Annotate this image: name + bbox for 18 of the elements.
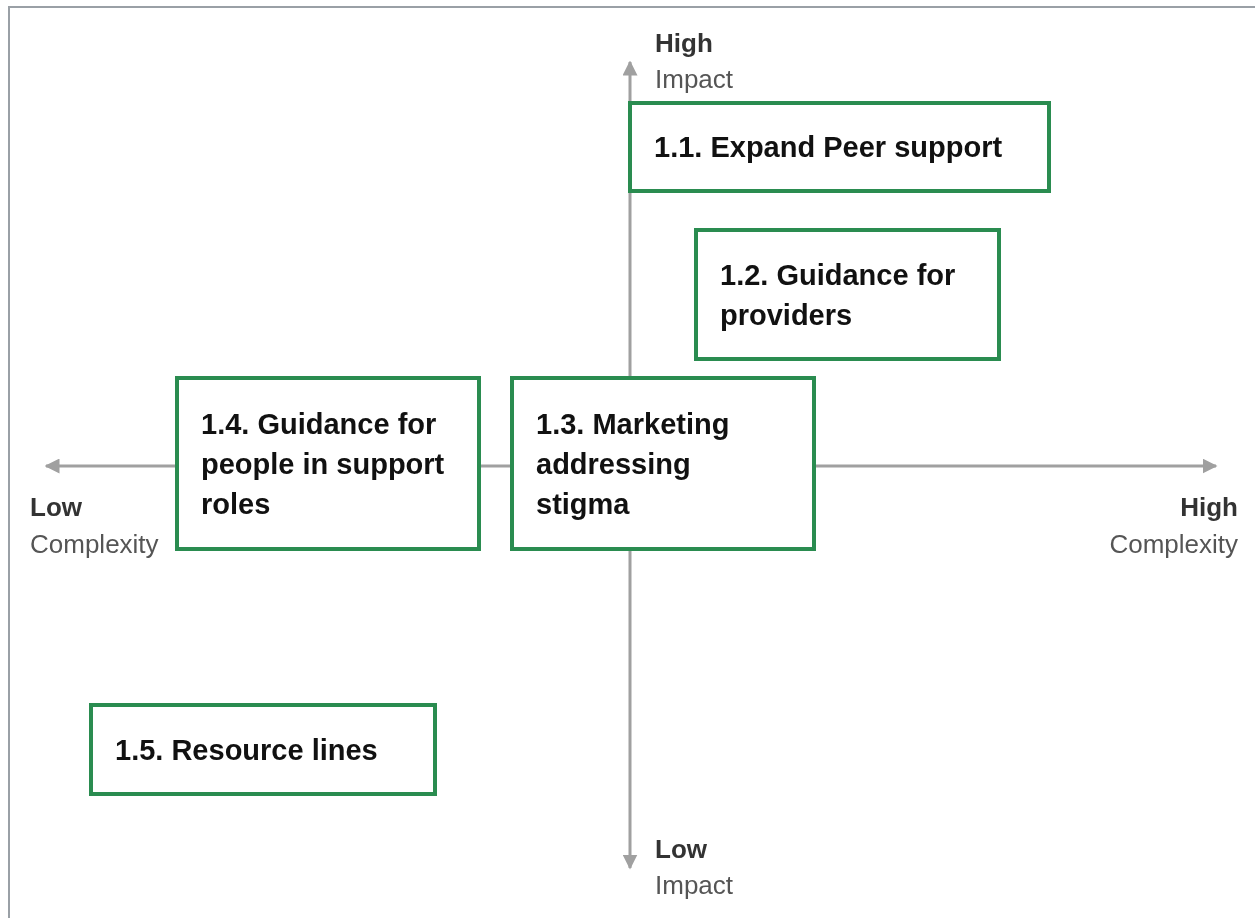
strategy-box bbox=[694, 228, 1001, 361]
box-title: 1.4. Guidance for people in support roles bbox=[201, 406, 446, 522]
box-title: 1.1. Expand Peer support bbox=[654, 130, 1003, 165]
box-title: 1.3. Marketing addressing stigma bbox=[536, 406, 731, 522]
axis-title: Complexity bbox=[1109, 529, 1238, 559]
strategy-box bbox=[175, 376, 481, 551]
axis-title: Impact bbox=[655, 64, 734, 94]
strategy-box bbox=[628, 101, 1051, 193]
axis-level-label: Low bbox=[655, 834, 707, 864]
axis-title: Impact bbox=[655, 870, 734, 900]
strategy-box bbox=[89, 703, 437, 796]
axis-title: Complexity bbox=[30, 529, 159, 559]
strategy-box bbox=[510, 376, 816, 551]
axis-level-label: High bbox=[655, 28, 713, 58]
box-title: 1.5. Resource lines bbox=[115, 732, 378, 768]
box-title: 1.2. Guidance for providers bbox=[720, 257, 957, 333]
axis-level-label: High bbox=[1180, 492, 1238, 522]
axis-level-label: Low bbox=[30, 492, 82, 522]
